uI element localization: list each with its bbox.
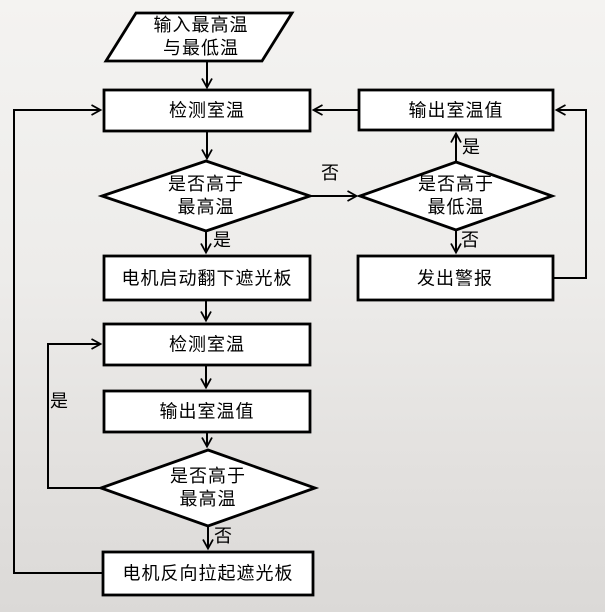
- output1-node-label: 输出室温值: [408, 100, 504, 121]
- output1-rect-shape: [357, 88, 555, 132]
- input-node-label: 输入最高温 与最低温: [154, 14, 249, 60]
- decision-high1-node-label: 是否高于 最高温: [168, 173, 244, 219]
- decision-low-node-label: 是否高于 最低温: [418, 173, 494, 219]
- input-label-line1: 输入最高温: [153, 15, 249, 35]
- edge-label-decision2-yes: 是: [462, 137, 480, 157]
- decision-low-line2: 最低温: [427, 197, 485, 217]
- input-parallelogram-shape: [103, 11, 295, 63]
- edge-motorup-to-detect1: [13, 104, 103, 574]
- decision-low-line1: 是否高于: [418, 174, 494, 194]
- decision-high1-diamond-shape: [97, 159, 315, 233]
- detect1-rect-shape: [102, 88, 312, 133]
- edge-label-decision2-no: 否: [461, 230, 479, 250]
- edge-label-decision3-yes: 是: [50, 391, 68, 411]
- edge-label-decision3-no: 否: [214, 526, 232, 546]
- connector-group: [13, 61, 587, 574]
- node-shape-group: [96, 11, 557, 597]
- edge-label-decision1-no: 否: [321, 163, 339, 183]
- motor-down-rect-shape: [102, 254, 312, 302]
- alarm-node-label: 发出警报: [417, 268, 493, 289]
- edge-label-decision1-yes: 是: [213, 230, 231, 250]
- decision-low-diamond-shape: [355, 160, 557, 232]
- decision-high1-line1: 是否高于: [168, 174, 244, 194]
- detect2-node-label: 检测室温: [169, 334, 245, 355]
- decision-high2-line1: 是否高于: [170, 466, 246, 486]
- motor-up-node-label: 电机反向拉起遮光板: [122, 563, 294, 584]
- detect2-rect-shape: [102, 322, 312, 367]
- detect1-node-label: 检测室温: [169, 100, 245, 121]
- decision-high2-diamond-shape: [96, 448, 320, 528]
- motor-up-rect-shape: [101, 550, 315, 597]
- input-label-line2: 与最低温: [163, 38, 239, 58]
- output2-rect-shape: [102, 389, 312, 434]
- output2-node-label: 输出室温值: [159, 401, 255, 422]
- edge-alarm-to-output1: [553, 104, 587, 279]
- motor-down-node-label: 电机启动翻下遮光板: [121, 268, 293, 289]
- decision-high2-line2: 最高温: [179, 489, 237, 509]
- decision-high2-node-label: 是否高于 最高温: [170, 465, 246, 511]
- alarm-rect-shape: [356, 254, 555, 302]
- decision-high1-line2: 最高温: [177, 197, 235, 217]
- edge-decision3-yes-to-detect2: [47, 338, 103, 489]
